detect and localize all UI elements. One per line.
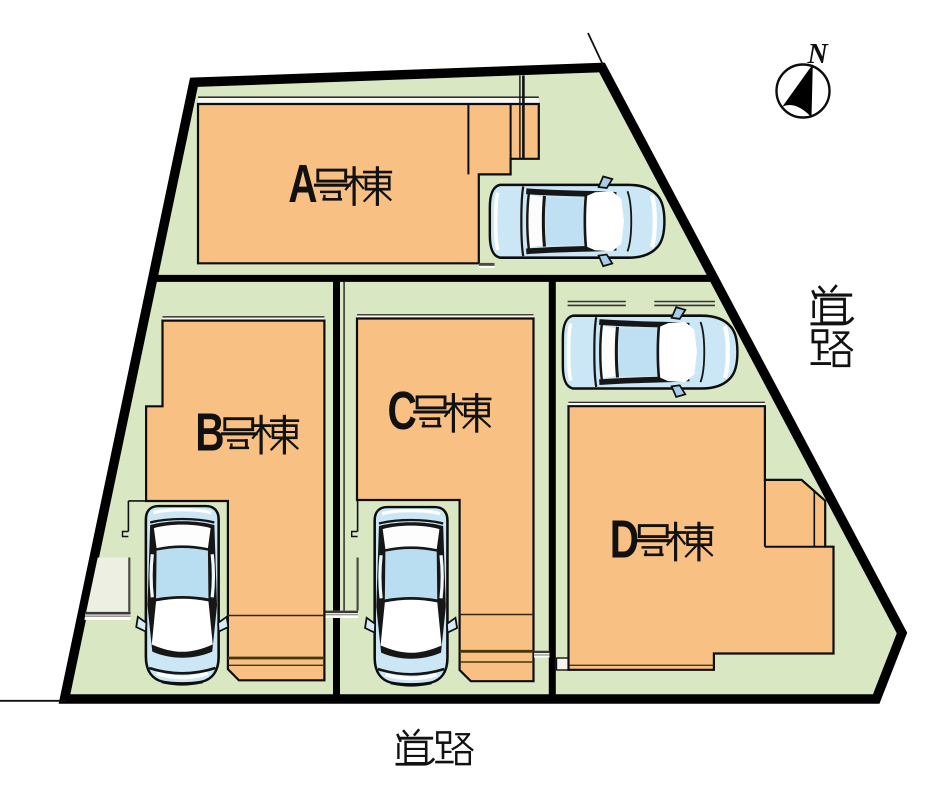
svg-text:C: C — [388, 382, 417, 442]
svg-text:B: B — [195, 403, 224, 463]
svg-text:D: D — [610, 510, 639, 570]
svg-text:N: N — [807, 39, 830, 70]
svg-text:A: A — [288, 155, 317, 215]
